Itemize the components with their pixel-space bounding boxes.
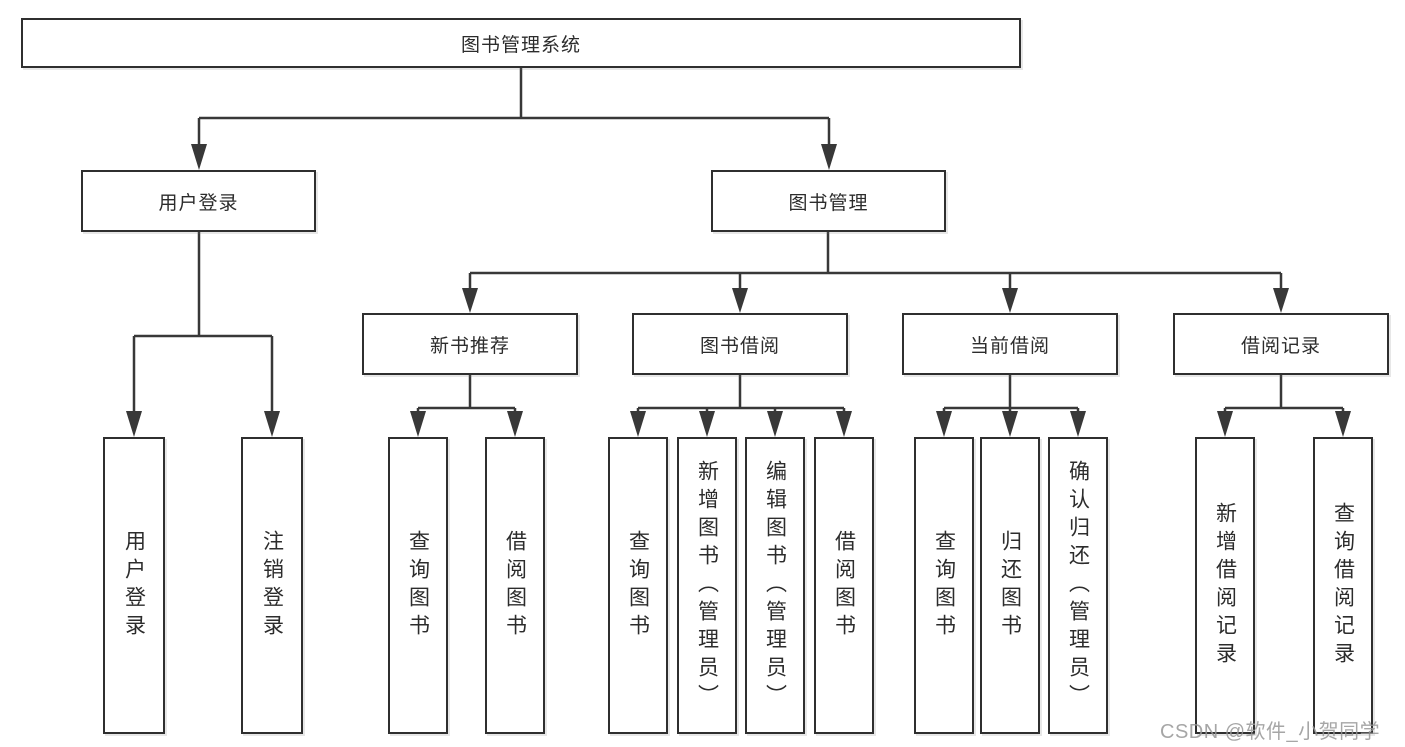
leaf-add-borrow-record: 新增借阅记录 <box>1195 437 1255 734</box>
leaf-search-books-recommend: 查询图书 <box>388 437 448 734</box>
leaf-user-login: 用户登录 <box>103 437 165 734</box>
node-book-management: 图书管理 <box>711 170 946 232</box>
leaf-confirm-return-admin: 确认归还（管理员） <box>1048 437 1108 734</box>
csdn-watermark: CSDN @软件_小贺同学 <box>1160 721 1381 743</box>
leaf-borrow-books-recommend: 借阅图书 <box>485 437 545 734</box>
leaf-logout: 注销登录 <box>241 437 303 734</box>
leaf-add-books-admin: 新增图书（管理员） <box>677 437 737 734</box>
leaf-return-books: 归还图书 <box>980 437 1040 734</box>
node-current-borrowing: 当前借阅 <box>902 313 1118 375</box>
node-borrowing-records: 借阅记录 <box>1173 313 1389 375</box>
leaf-search-books-current: 查询图书 <box>914 437 974 734</box>
leaf-edit-books-admin: 编辑图书（管理员） <box>745 437 805 734</box>
node-library-management-system: 图书管理系统 <box>21 18 1021 68</box>
node-book-borrowing: 图书借阅 <box>632 313 848 375</box>
leaf-search-borrow-record: 查询借阅记录 <box>1313 437 1373 734</box>
leaf-borrow-books: 借阅图书 <box>814 437 874 734</box>
node-user-login: 用户登录 <box>81 170 316 232</box>
node-new-book-recommend: 新书推荐 <box>362 313 578 375</box>
leaf-search-books-borrowing: 查询图书 <box>608 437 668 734</box>
